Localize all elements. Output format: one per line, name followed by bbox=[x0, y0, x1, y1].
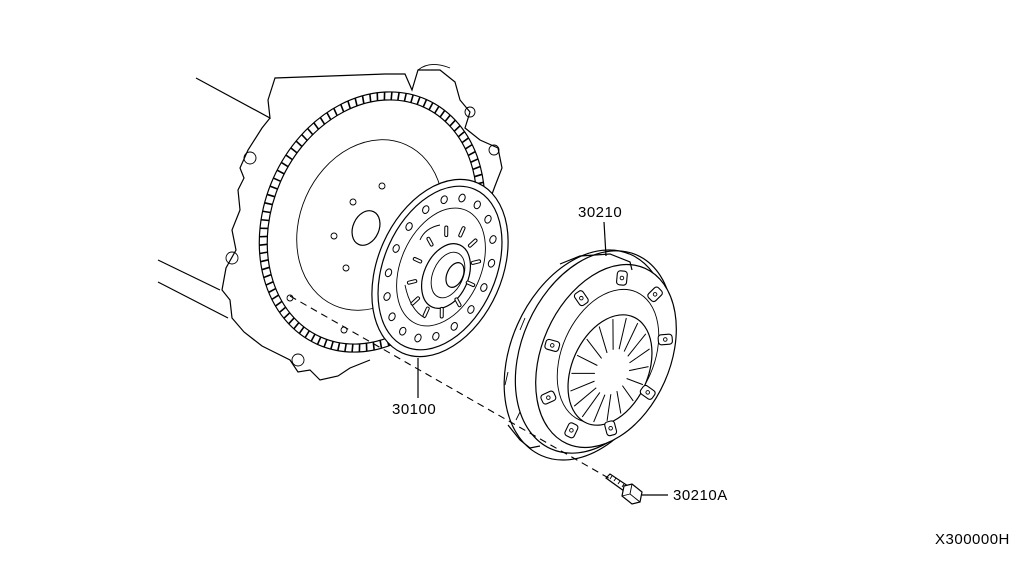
part-label-30210a: 30210A bbox=[673, 487, 728, 504]
part-label-30210: 30210 bbox=[578, 204, 622, 221]
part-label-30100: 30100 bbox=[392, 401, 436, 418]
figure-code: X300000H bbox=[935, 531, 1010, 548]
clutch-cover bbox=[473, 224, 704, 486]
clutch-cover-bolt bbox=[606, 474, 642, 504]
